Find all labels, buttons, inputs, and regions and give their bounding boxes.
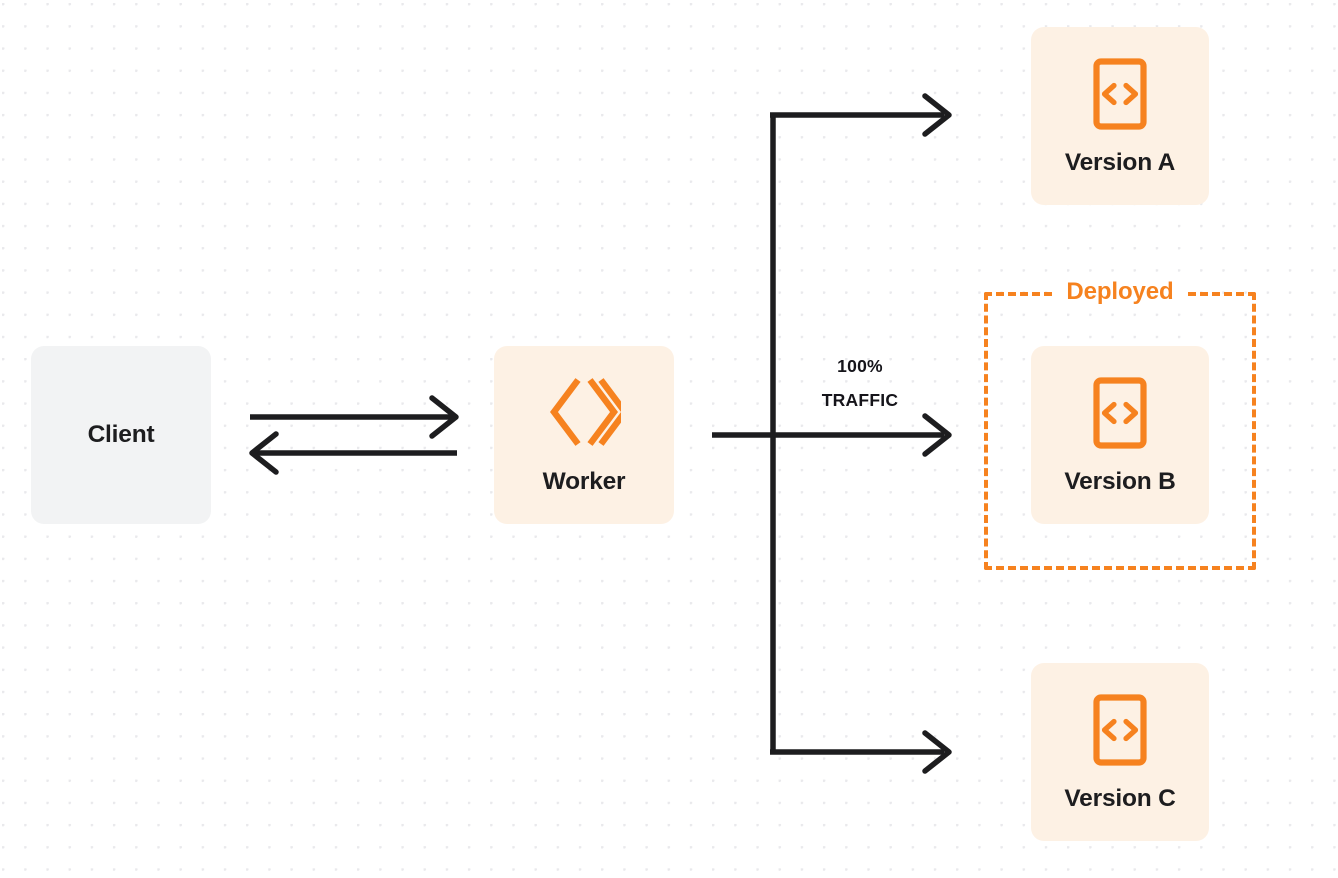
node-version-a-label: Version A: [1064, 148, 1176, 176]
traffic-caption: TRAFFIC: [821, 389, 899, 410]
traffic-annotation: 100% TRAFFIC: [795, 350, 925, 417]
deployed-group-label: Deployed: [1053, 280, 1187, 304]
node-version-a[interactable]: Version A: [1031, 27, 1209, 205]
traffic-percent: 100%: [837, 356, 883, 376]
arrow-worker-to-client: [249, 431, 457, 475]
node-client-label: Client: [87, 420, 155, 448]
node-client[interactable]: Client: [31, 346, 211, 524]
cloudflare-workers-logo-icon: [547, 376, 621, 448]
node-worker-label: Worker: [542, 467, 626, 495]
node-version-b-label: Version B: [1064, 467, 1176, 495]
node-worker[interactable]: Worker: [494, 346, 674, 524]
arrow-client-to-worker: [250, 395, 459, 439]
code-file-icon: [1092, 693, 1148, 767]
deployed-group-boundary: Deployed: [984, 280, 1256, 570]
arrow-to-version-c: [770, 730, 952, 774]
code-file-icon: [1092, 57, 1148, 131]
code-file-icon: [1092, 376, 1148, 450]
node-version-b[interactable]: Version B: [1031, 346, 1209, 524]
arrow-to-version-a: [770, 93, 952, 137]
node-version-c[interactable]: Version C: [1031, 663, 1209, 841]
arrow-to-version-b: [773, 413, 952, 457]
node-version-c-label: Version C: [1064, 784, 1176, 812]
